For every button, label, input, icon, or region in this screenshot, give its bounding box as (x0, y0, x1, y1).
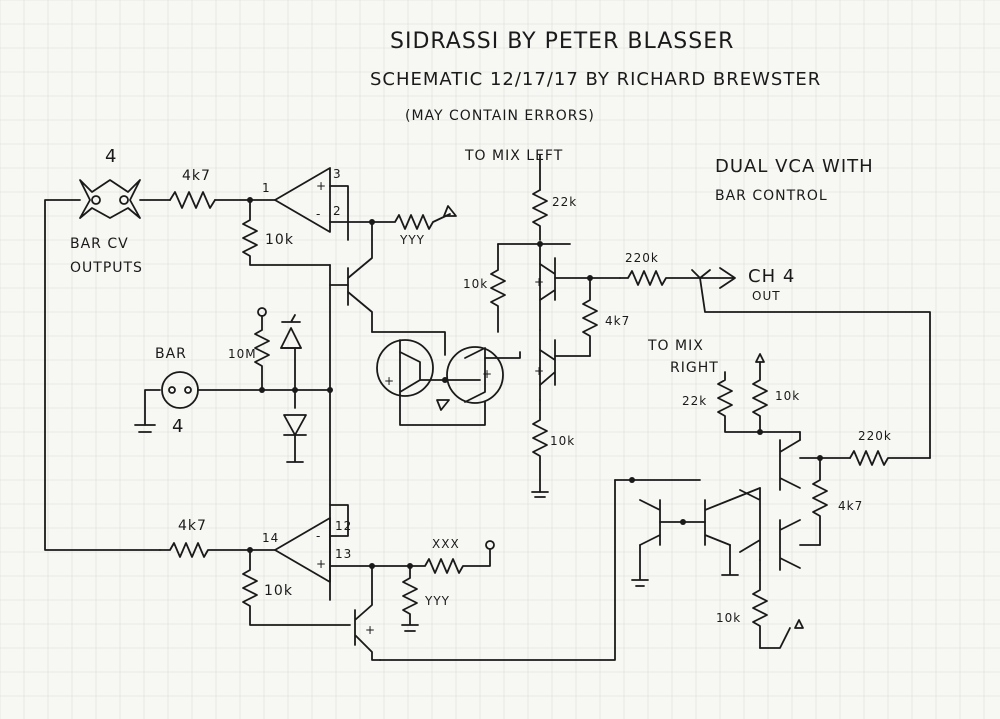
svg-text:+: + (482, 367, 493, 381)
svg-text:13: 13 (335, 547, 352, 561)
resistor-4k7-bottom: 4k7 (159, 518, 251, 558)
svg-text:4k7: 4k7 (838, 499, 863, 513)
svg-text:+: + (365, 623, 376, 637)
to-mix-left-label: TO MIX LEFT (464, 148, 563, 164)
svg-text:YYY: YYY (424, 594, 450, 608)
to-mix-right-label-2: RIGHT (670, 360, 719, 376)
svg-text:12: 12 (335, 519, 352, 533)
svg-text:10k: 10k (775, 389, 800, 403)
resistor-xxx-bottom: XXX (409, 537, 495, 574)
svg-text:-: - (316, 207, 321, 221)
bar-cv-connector: 4 BAR CV OUTPUTS (70, 146, 143, 276)
heading-line-1: DUAL VCA WITH (715, 156, 874, 177)
resistor-10m: 10M (228, 307, 270, 391)
resistor-220k-top: 220k (619, 251, 701, 286)
svg-text:1: 1 (262, 181, 271, 195)
svg-text:4k7: 4k7 (178, 518, 207, 534)
svg-text:4: 4 (172, 416, 184, 437)
bar-cv-number: 4 (105, 146, 117, 167)
diode-pair (280, 314, 307, 463)
svg-text:2: 2 (333, 204, 342, 218)
svg-text:220k: 220k (625, 251, 659, 265)
svg-text:10k: 10k (550, 434, 575, 448)
svg-text:+: + (384, 374, 395, 388)
resistor-10k-bottom: 10k (242, 549, 351, 626)
bar-cv-label-1: BAR CV (70, 236, 129, 252)
svg-text:+: + (316, 179, 327, 193)
ch4-out-jack: CH 4 OUT (691, 266, 931, 459)
resistor-4k7-top: 4k7 (169, 168, 216, 209)
title-line-2: SCHEMATIC 12/17/17 BY RICHARD BREWSTER (370, 69, 821, 90)
svg-text:10k: 10k (463, 277, 488, 291)
bar-cv-label-2: OUTPUTS (70, 260, 143, 276)
svg-text:10k: 10k (265, 232, 294, 248)
svg-text:CH 4: CH 4 (748, 266, 795, 287)
diff-pair-left: + + (371, 331, 521, 426)
svg-text:3: 3 (333, 167, 342, 181)
diff-pair-right (379, 477, 761, 661)
svg-text:10k: 10k (264, 583, 293, 599)
left-output-stage: 22k 10k + 4k7 + 10k (463, 154, 630, 498)
svg-text:4k7: 4k7 (182, 168, 211, 184)
svg-text:+: + (316, 557, 327, 571)
transistor-q-bottom: + (354, 565, 381, 661)
svg-text:YYY: YYY (399, 233, 425, 247)
right-output-stage: 22k 10k 220k 4k7 10k (682, 353, 931, 649)
svg-text:XXX: XXX (432, 537, 460, 551)
to-mix-right-label-1: TO MIX (647, 338, 704, 354)
svg-text:+: + (534, 364, 545, 378)
svg-text:10k: 10k (716, 611, 741, 625)
svg-text:22k: 22k (682, 394, 707, 408)
svg-text:10M: 10M (228, 347, 257, 361)
svg-text:BAR: BAR (155, 346, 187, 362)
resistor-yyy-bottom: YYY (401, 565, 450, 632)
svg-text:4k7: 4k7 (605, 314, 630, 328)
title-line-3: (MAY CONTAIN ERRORS) (405, 108, 595, 124)
opamp-bottom: - + 12 13 (274, 517, 352, 583)
svg-text:OUT: OUT (752, 289, 781, 303)
svg-text:22k: 22k (552, 195, 577, 209)
svg-text:-: - (316, 529, 321, 543)
resistor-yyy-top: YYY (371, 205, 457, 247)
svg-text:+: + (534, 275, 545, 289)
opamp-top: + - 3 2 (274, 167, 342, 233)
svg-text:14: 14 (262, 531, 279, 545)
resistor-10k-top: 10k (242, 199, 331, 266)
svg-text:220k: 220k (858, 429, 892, 443)
heading-line-2: BAR CONTROL (715, 188, 828, 204)
title-line-1: SIDRASSI BY PETER BLASSER (390, 29, 734, 54)
